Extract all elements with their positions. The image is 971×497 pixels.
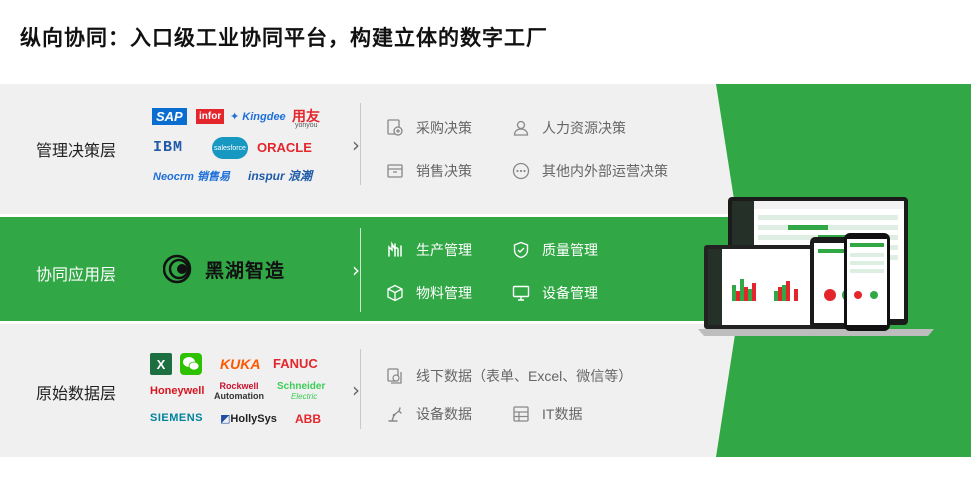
- kingdee-logo: ✦ Kingdee: [230, 111, 286, 123]
- siemens-logo: SIEMENS: [150, 412, 204, 424]
- honeywell-logo: Honeywell: [150, 385, 205, 397]
- application-chevron-icon: ›: [352, 258, 360, 282]
- box-icon: [387, 284, 403, 302]
- item-other-ops: 其他内外部运营决策: [512, 161, 668, 181]
- item-production: 生产管理: [386, 240, 472, 260]
- schneider-logo: Schneider Electric: [277, 381, 326, 402]
- yonyou-sub: yonyou: [295, 122, 318, 129]
- data-logos: X KUKA FANUC Honeywell Rockwell Automati…: [150, 352, 330, 430]
- heihu-brand: 黑湖智造: [163, 254, 285, 284]
- data-chevron-icon: ›: [352, 378, 360, 402]
- management-chevron-icon: ›: [352, 133, 360, 157]
- layer-label-management: 管理决策层: [36, 143, 117, 160]
- excel-logo: X: [150, 353, 172, 375]
- item-quality: 质量管理: [512, 240, 598, 260]
- salesforce-logo: salesforce: [212, 137, 248, 159]
- shield-icon: [513, 241, 529, 259]
- robot-arm-icon: [388, 407, 402, 422]
- ibm-logo: IBM: [153, 139, 184, 156]
- fanuc-logo: FANUC: [273, 356, 318, 371]
- layers-icon: [387, 368, 402, 384]
- person-icon: [513, 120, 529, 136]
- application-layer-band: [0, 217, 755, 321]
- item-material: 物料管理: [386, 283, 472, 303]
- procurement-icon: [387, 119, 403, 136]
- management-layer-band: [0, 84, 755, 214]
- item-device-data: 设备数据: [386, 404, 472, 424]
- data-divider: [360, 349, 361, 429]
- production-icon: [388, 241, 402, 257]
- abb-logo: ABB: [295, 412, 321, 426]
- layer-label-application: 协同应用层: [36, 267, 117, 284]
- kuka-logo: KUKA: [220, 356, 261, 372]
- inspur-logo: inspur 浪潮: [248, 169, 313, 183]
- sap-logo: SAP: [152, 108, 187, 125]
- management-divider: [360, 103, 361, 185]
- item-offline-data: 线下数据（表单、Excel、微信等）: [386, 366, 632, 386]
- item-hr: 人力资源决策: [512, 118, 626, 138]
- kingdee-star-icon: ✦: [230, 111, 243, 123]
- hollysys-logo: ◩HollySys: [220, 413, 277, 425]
- sales-icon: [387, 164, 403, 178]
- neocrm-logo: Neocrm 销售易: [153, 171, 231, 183]
- application-divider: [360, 228, 361, 312]
- infor-logo: infor: [196, 109, 225, 124]
- hollysys-mark-icon: ◩: [220, 413, 231, 425]
- heihu-logo-icon: [163, 254, 192, 284]
- rockwell-logo: Rockwell Automation: [214, 381, 264, 401]
- oracle-logo: ORACLE: [257, 140, 312, 155]
- management-logos: SAP infor ✦ Kingdee 用友 yonyou IBM salesf…: [150, 104, 330, 184]
- item-equipment: 设备管理: [512, 283, 598, 303]
- table-icon: [513, 406, 529, 422]
- layer-label-data: 原始数据层: [36, 386, 117, 403]
- heihu-brand-name: 黑湖智造: [205, 260, 286, 282]
- page-title: 纵向协同：入口级工业协同平台，构建立体的数字工厂: [20, 27, 548, 50]
- data-layer-band: [0, 324, 755, 457]
- item-sales: 销售决策: [386, 161, 472, 181]
- devices-mockup-image: [698, 197, 934, 336]
- monitor-icon: [512, 285, 530, 301]
- wechat-logo: [180, 353, 202, 375]
- yonyou-logo: 用友: [292, 108, 320, 124]
- item-it-data: IT数据: [512, 404, 582, 424]
- wechat-icon: [183, 357, 200, 371]
- more-icon: [512, 162, 530, 180]
- item-procurement: 采购决策: [386, 118, 472, 138]
